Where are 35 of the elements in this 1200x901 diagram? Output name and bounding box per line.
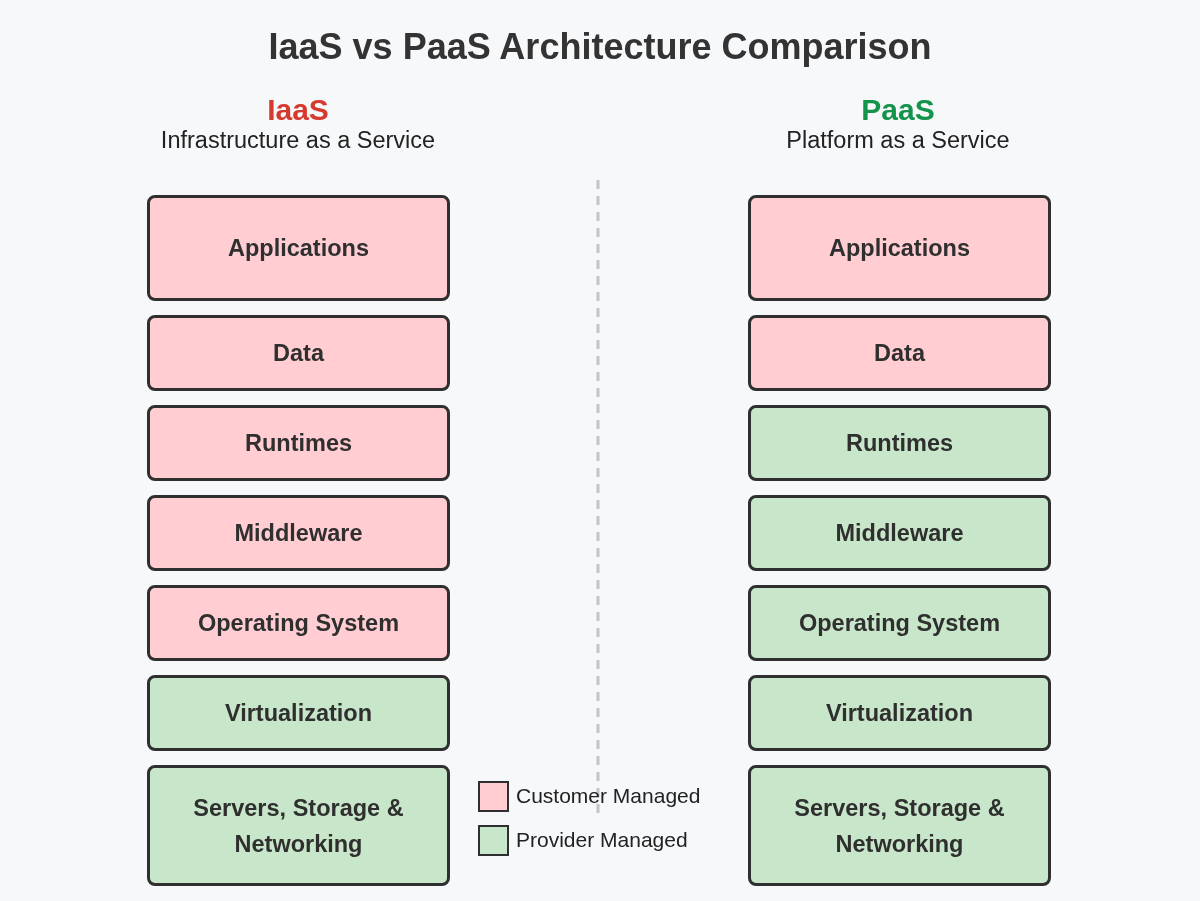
layer-box — [748, 405, 1051, 481]
layer-label: Middleware — [834, 519, 965, 548]
layer-label: Operating System — [797, 609, 1002, 638]
layer-box — [147, 195, 450, 301]
layer-box — [147, 765, 450, 886]
layer-box — [147, 585, 450, 661]
legend-label: Provider Managed — [516, 828, 688, 852]
layer-label: Applications — [227, 234, 370, 263]
layer-label: Servers, Storage & Networking — [192, 793, 405, 859]
layer-label: Middleware — [233, 519, 364, 548]
layer-label: Servers, Storage & Networking — [793, 793, 1006, 859]
layer-label: Data — [873, 339, 927, 368]
layer-label: Applications — [828, 234, 971, 263]
legend-label: Customer Managed — [516, 784, 701, 808]
column-subtitle: Platform as a Service — [785, 127, 1011, 154]
diagram-title: IaaS vs PaaS Architecture Comparison — [267, 26, 933, 68]
layer-label: Virtualization — [223, 699, 374, 728]
layer-box — [748, 495, 1051, 571]
column-subtitle: Infrastructure as a Service — [159, 127, 437, 154]
layer-box — [147, 315, 450, 391]
column-heading: IaaS — [266, 93, 330, 127]
layer-label: Virtualization — [824, 699, 975, 728]
layer-box — [748, 315, 1051, 391]
layer-box — [147, 495, 450, 571]
layer-box — [748, 765, 1051, 886]
layer-label: Runtimes — [844, 429, 955, 458]
layer-box — [748, 195, 1051, 301]
layer-label: Runtimes — [243, 429, 354, 458]
layer-box — [147, 405, 450, 481]
layer-box — [748, 675, 1051, 751]
layer-label: Data — [272, 339, 326, 368]
layer-box — [147, 675, 450, 751]
layer-box — [748, 585, 1051, 661]
column-heading: PaaS — [860, 93, 936, 127]
layer-label: Operating System — [196, 609, 401, 638]
